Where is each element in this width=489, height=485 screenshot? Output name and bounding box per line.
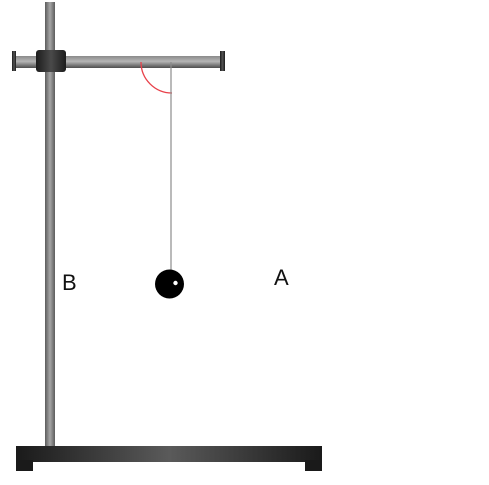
label-a: A <box>274 265 289 290</box>
base-left-foot <box>16 460 33 471</box>
angle-arc <box>140 61 173 94</box>
pendulum-bob-icon[interactable] <box>155 269 184 299</box>
clamp-icon <box>36 50 66 72</box>
arm-left-cap <box>12 51 16 71</box>
base-right-foot <box>305 460 322 471</box>
label-b: B <box>62 270 77 295</box>
stand-rod <box>45 2 55 448</box>
arm-right-cap <box>220 51 225 71</box>
stand-base <box>16 446 322 462</box>
